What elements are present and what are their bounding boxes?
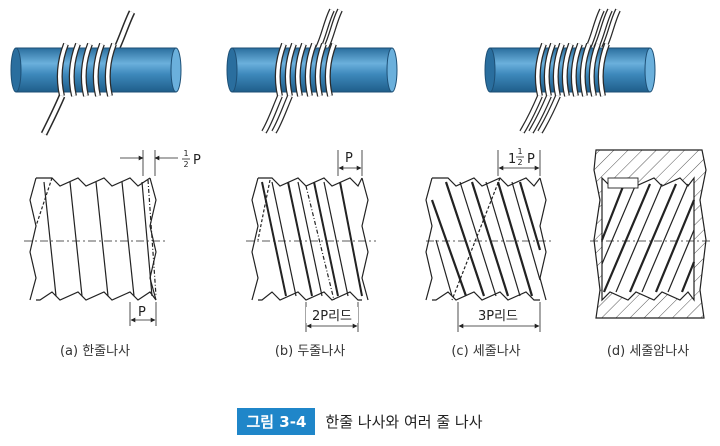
dim-a-fraction-num: 1	[183, 149, 188, 158]
profile-single-thread	[24, 150, 178, 326]
label-b: (b) 두줄나사	[275, 344, 345, 359]
figure-caption-text: 한줄 나사와 여러 줄 나사	[325, 412, 483, 431]
profile-triple-thread	[425, 150, 552, 332]
rod-double-thread	[226, 8, 398, 134]
rod-triple-thread	[484, 8, 656, 134]
dim-c-fraction-den: 2	[517, 158, 522, 167]
label-d: (d) 세줄암나사	[607, 344, 689, 359]
profile-double-thread	[246, 150, 376, 332]
dim-b-top-p: P	[345, 151, 353, 166]
dim-c-lead-bg	[470, 307, 526, 323]
figure-caption: 그림 3-4 한줄 나사와 여러 줄 나사	[0, 405, 720, 437]
profile-internal-triple-thread	[590, 149, 712, 319]
dim-c-lead: 3P리드	[478, 309, 518, 324]
dim-c-fraction-num: 1	[517, 147, 522, 156]
dim-a-top-p: P	[193, 153, 201, 168]
dim-a-bottom-p: P	[138, 305, 146, 320]
dim-a-fraction-den: 2	[183, 160, 188, 169]
label-c: (c) 세줄나사	[451, 344, 520, 359]
dim-c-whole: 1	[508, 152, 516, 167]
rod-single-thread	[10, 10, 182, 136]
dim-b-lead-bg	[306, 307, 358, 323]
figure-number-badge: 그림 3-4	[237, 407, 316, 435]
dim-b-lead: 2P리드	[312, 309, 352, 324]
dim-c-top-p: P	[527, 152, 535, 167]
label-a: (a) 한줄나사	[60, 344, 130, 359]
